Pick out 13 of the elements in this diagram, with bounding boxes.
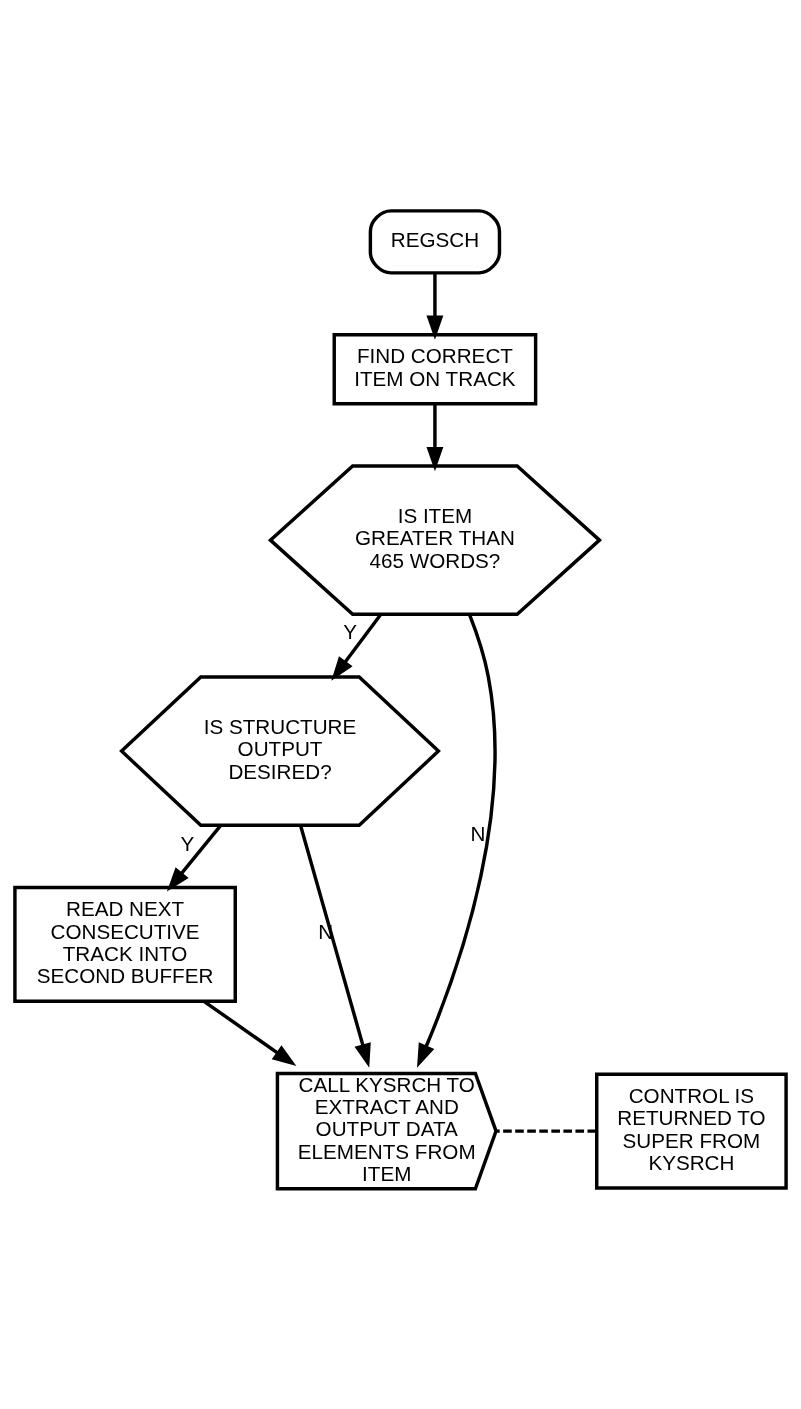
arrow — [426, 403, 444, 471]
edge-label: N — [470, 821, 486, 845]
arrow — [426, 272, 444, 340]
node-box: FIND CORRECT ITEM ON TRACK — [332, 332, 538, 405]
arrow — [166, 824, 222, 891]
connector — [496, 1128, 597, 1133]
arrow — [417, 613, 497, 1068]
node-box: READ NEXT CONSECUTIVE TRACK INTO SECOND BUFFER — [13, 885, 237, 1003]
arrow — [298, 824, 371, 1068]
node-box: CONTROL IS RETURNED TO SUPER FROM KYSRCH — [595, 1072, 788, 1190]
edge-label: Y — [343, 619, 357, 643]
edge-label: Y — [180, 831, 195, 855]
node-box: REGSCH — [368, 208, 502, 275]
